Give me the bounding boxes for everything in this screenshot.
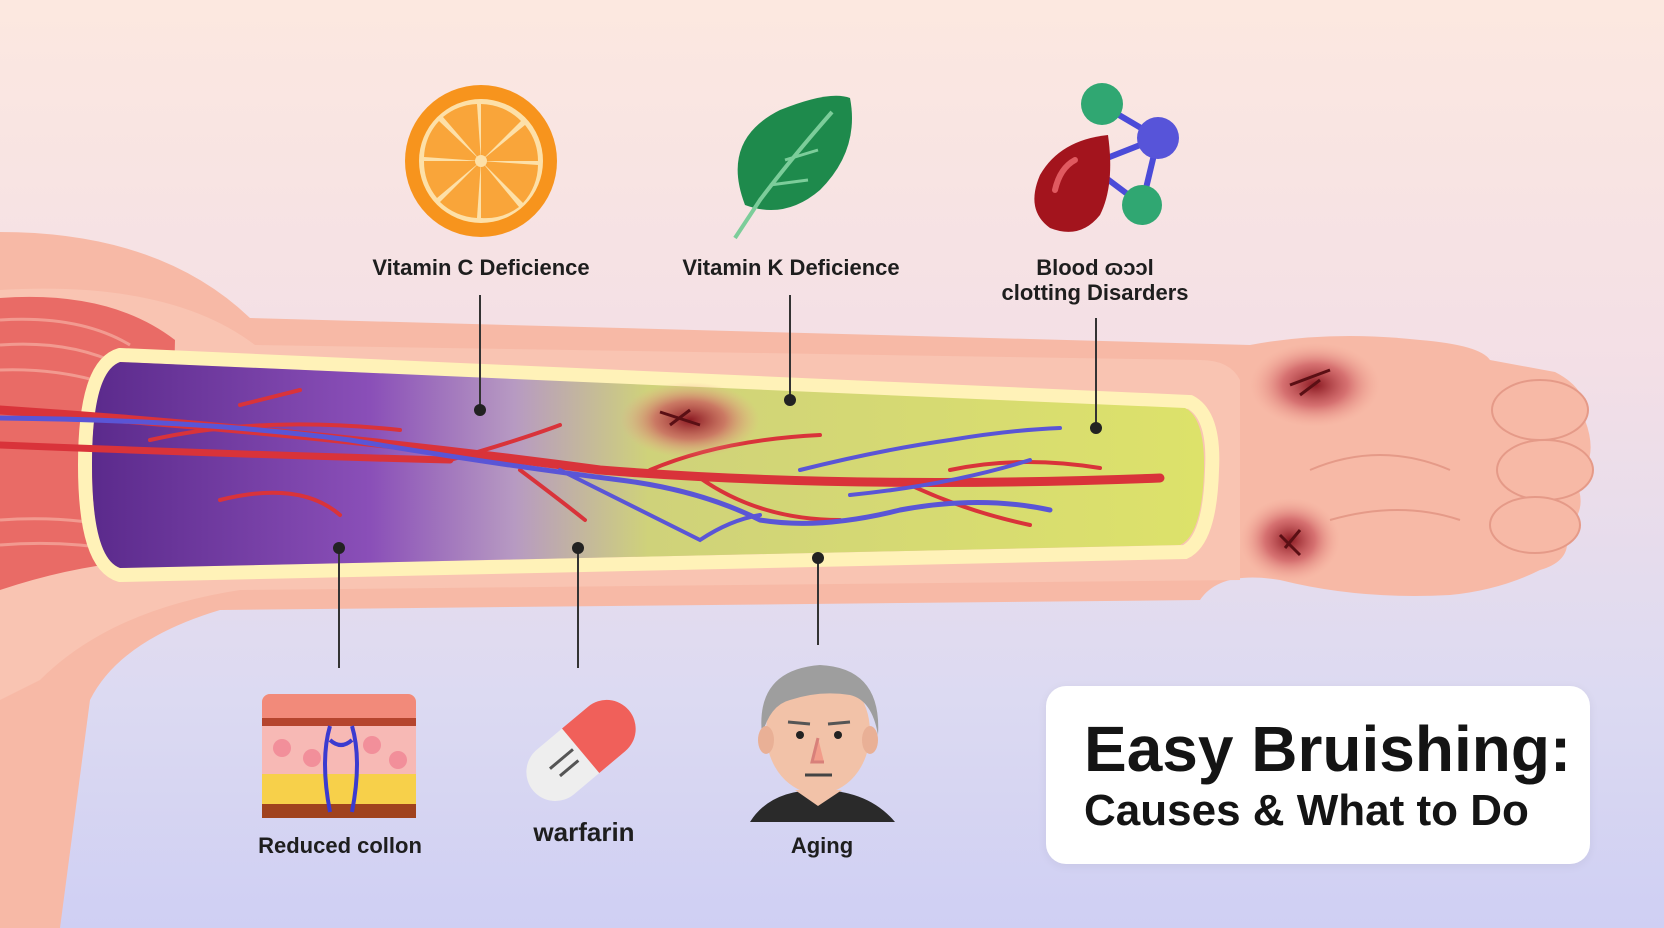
leader-dots <box>333 394 1102 564</box>
label-blood-clotting: Blood ɷɔɔl clotting Disarders <box>990 255 1200 305</box>
label-vitamin-c: Vitamin C Deficience <box>372 255 590 280</box>
blood-drop-molecule-icon <box>1034 83 1179 232</box>
elderly-person-icon <box>750 665 895 822</box>
label-blood-clotting-line1: Blood ɷɔɔl <box>1036 255 1154 280</box>
fist-knuckles <box>1489 379 1594 554</box>
orange-slice-icon <box>405 85 557 237</box>
page-title: Easy Bruishing: <box>1084 713 1572 785</box>
blood-vessels <box>0 388 1165 543</box>
label-warfarin: warfarin <box>533 817 635 847</box>
page-subtitle: Causes & What to Do <box>1084 786 1529 835</box>
label-reduced-collagen: Reduced collon <box>258 833 422 858</box>
leaf-icon <box>733 95 852 240</box>
bruise-gradient-region <box>92 362 1205 568</box>
label-blood-clotting-line2: clotting Disarders <box>1001 280 1189 305</box>
leader-lines <box>338 295 1097 668</box>
pill-capsule-icon <box>526 699 636 801</box>
bruise-spots <box>620 343 1380 582</box>
title-card: Easy Bruishing: Causes & What to Do <box>1046 686 1590 864</box>
skin-layers-icon <box>262 694 416 818</box>
cross-section-outline <box>77 347 1220 583</box>
label-aging: Aging <box>790 833 854 858</box>
label-vitamin-k: Vitamin K Deficience <box>682 255 900 280</box>
